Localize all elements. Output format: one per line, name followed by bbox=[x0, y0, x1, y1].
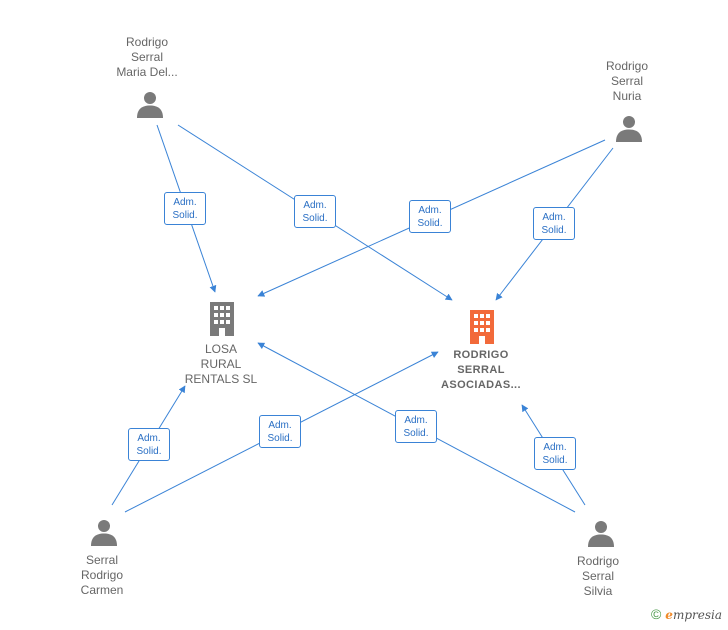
brand-name: mpresia bbox=[672, 608, 722, 622]
label-line: RURAL bbox=[200, 357, 242, 371]
person-label-silvia[interactable]: Rodrigo Serral Silvia bbox=[548, 554, 648, 599]
edge-badge-maria-rodrigo[interactable]: Adm. Solid. bbox=[294, 195, 336, 228]
edge-badge-nuria-rodrigo[interactable]: Adm. Solid. bbox=[533, 207, 575, 240]
label-line: RODRIGO bbox=[453, 349, 509, 361]
label-line: Serral bbox=[610, 74, 643, 88]
label-line: Serral bbox=[581, 569, 614, 583]
person-label-nuria[interactable]: Rodrigo Serral Nuria bbox=[577, 59, 677, 104]
badge-line: Solid. bbox=[403, 428, 429, 439]
brand-logo: empresia bbox=[665, 608, 722, 622]
person-icon[interactable] bbox=[615, 114, 643, 142]
label-line: Rodrigo bbox=[80, 568, 124, 582]
badge-line: Adm. bbox=[137, 433, 161, 444]
person-icon[interactable] bbox=[587, 519, 615, 547]
copyright-icon: © bbox=[650, 606, 662, 622]
label-line: Serral bbox=[85, 553, 118, 567]
badge-line: Adm. bbox=[173, 197, 197, 208]
badge-line: Solid. bbox=[541, 225, 567, 236]
badge-line: Adm. bbox=[543, 442, 567, 453]
label-line: ASOCIADAS... bbox=[441, 379, 521, 391]
building-icon[interactable] bbox=[208, 302, 236, 336]
label-line: Serral bbox=[130, 50, 163, 64]
person-icon[interactable] bbox=[136, 90, 164, 118]
edge-badge-maria-losa[interactable]: Adm. Solid. bbox=[164, 192, 206, 225]
brand-initial: e bbox=[665, 608, 673, 622]
label-line: Carmen bbox=[80, 583, 124, 597]
footer-brand[interactable]: ©empresia bbox=[651, 606, 722, 622]
badge-line: Adm. bbox=[542, 212, 566, 223]
person-label-carmen[interactable]: Serral Rodrigo Carmen bbox=[52, 553, 152, 598]
label-line: SERRAL bbox=[457, 364, 505, 376]
edge-badge-silvia-losa[interactable]: Adm. Solid. bbox=[395, 410, 437, 443]
edge-badge-carmen-losa[interactable]: Adm. Solid. bbox=[128, 428, 170, 461]
badge-line: Adm. bbox=[404, 415, 428, 426]
badge-line: Adm. bbox=[303, 200, 327, 211]
label-line: Rodrigo bbox=[605, 59, 649, 73]
label-line: Rodrigo bbox=[125, 35, 169, 49]
company-label-rodrigo[interactable]: RODRIGO SERRAL ASOCIADAS... bbox=[421, 348, 541, 393]
company-label-losa[interactable]: LOSA RURAL RENTALS SL bbox=[171, 342, 271, 387]
label-line: Silvia bbox=[583, 584, 613, 598]
badge-line: Adm. bbox=[268, 420, 292, 431]
edge-badge-silvia-rodrigo[interactable]: Adm. Solid. bbox=[534, 437, 576, 470]
label-line: RENTALS SL bbox=[184, 372, 258, 386]
badge-line: Solid. bbox=[267, 433, 293, 444]
badge-line: Solid. bbox=[542, 455, 568, 466]
badge-line: Solid. bbox=[302, 213, 328, 224]
label-line: Rodrigo bbox=[576, 554, 620, 568]
badge-line: Solid. bbox=[136, 446, 162, 457]
person-icon[interactable] bbox=[90, 518, 118, 546]
edge-badge-carmen-rodrigo[interactable]: Adm. Solid. bbox=[259, 415, 301, 448]
badge-line: Adm. bbox=[418, 205, 442, 216]
label-line: LOSA bbox=[204, 342, 237, 356]
person-label-maria[interactable]: Rodrigo Serral Maria Del... bbox=[97, 35, 197, 80]
badge-line: Solid. bbox=[172, 210, 198, 221]
edge-badge-nuria-losa[interactable]: Adm. Solid. bbox=[409, 200, 451, 233]
building-icon[interactable] bbox=[468, 310, 496, 344]
label-line: Nuria bbox=[612, 89, 642, 103]
badge-line: Solid. bbox=[417, 218, 443, 229]
label-line: Maria Del... bbox=[116, 65, 178, 79]
